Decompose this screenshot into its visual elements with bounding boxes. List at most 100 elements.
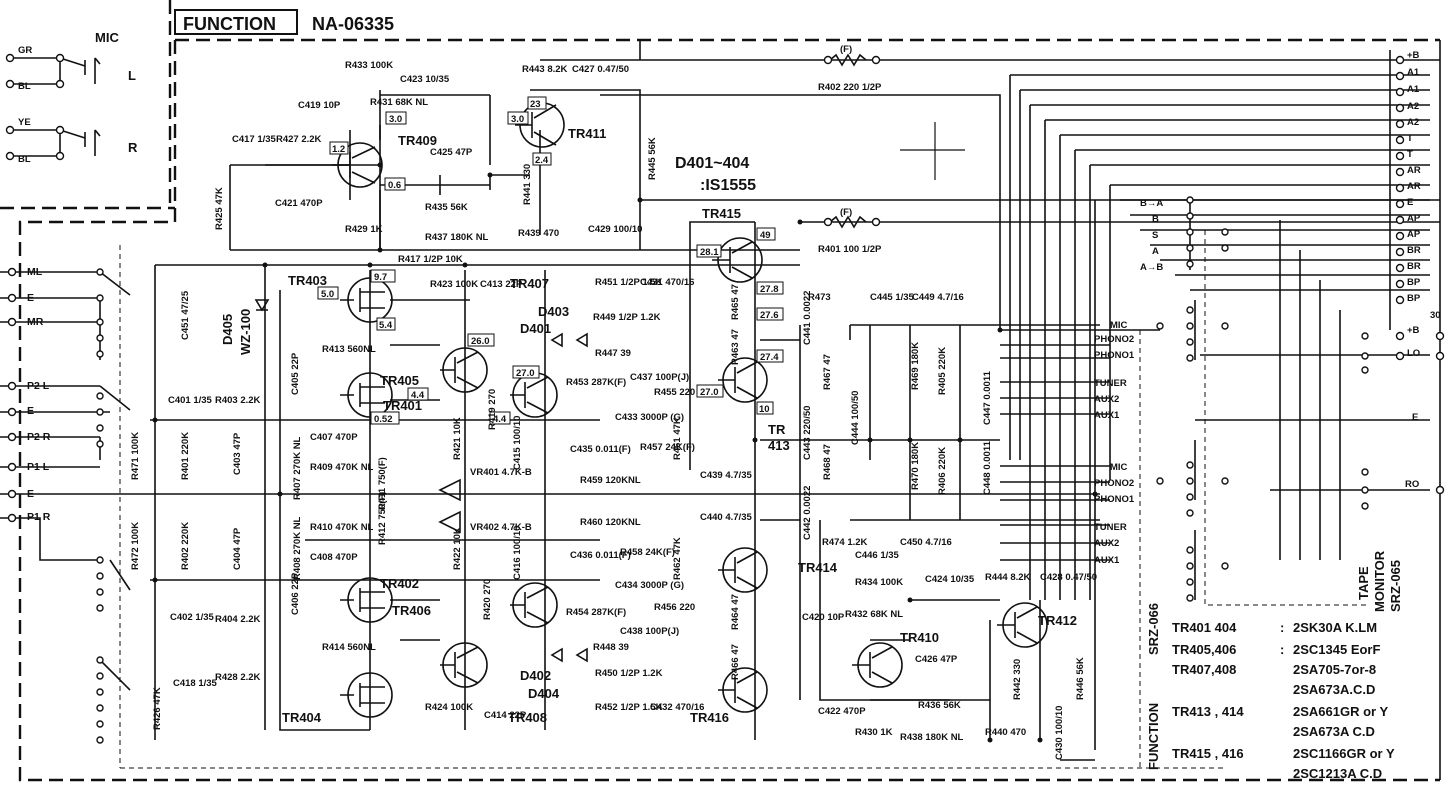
parts-sep-1: : (1280, 642, 1284, 657)
r464: R464 47 (730, 594, 741, 630)
svg-text:A→B: A→B (1140, 262, 1163, 273)
r427: R427 2.2K (276, 134, 322, 145)
r446: R446 56K (1075, 657, 1086, 700)
svg-text:AUX1: AUX1 (1094, 555, 1120, 566)
r454: R454 287K(F) (566, 607, 626, 618)
svg-text:A1: A1 (1407, 67, 1420, 78)
svg-text:TUNER: TUNER (1094, 522, 1127, 533)
svg-text:AR: AR (1407, 165, 1421, 176)
r430: R430 1K (855, 727, 893, 738)
r410: R410 470K NL (310, 522, 374, 533)
r425: R425 47K (214, 187, 225, 230)
r445: R445 56K (647, 137, 658, 180)
svg-text:PHONO1: PHONO1 (1094, 494, 1135, 505)
tr413-label-a: TR (768, 422, 786, 437)
fuse-top: (F) (840, 44, 852, 55)
parts-ref-0: TR401 404 (1172, 620, 1237, 635)
c443: C443 220/50 (802, 406, 813, 460)
tr413-label-b: 413 (768, 438, 790, 453)
svg-text:TUNER: TUNER (1094, 378, 1127, 389)
mic-title: MIC (95, 30, 119, 45)
volt-27-0a: 27.0 (516, 368, 535, 379)
tape-monitor-border (1204, 230, 1370, 606)
r402: R402 220K (180, 522, 191, 570)
fuse-bottom: (F) (840, 207, 852, 218)
c418: C418 1/35 (173, 678, 218, 689)
volt-0-52: 0.52 (374, 414, 393, 425)
svg-text:A2: A2 (1407, 117, 1419, 128)
volt-4-4a: 4.4 (411, 390, 425, 401)
r461: R461 47K (672, 417, 683, 460)
r470: R470 180K (910, 442, 921, 490)
d403-label: D403 (538, 304, 569, 319)
tr405-label: TR405 (380, 373, 419, 388)
r421: R421 10K (452, 417, 463, 460)
c442: C442 0.0022 (802, 486, 813, 540)
c435: C435 0.011(F) (570, 444, 631, 455)
parts-part-0: 2SK30A K.LM (1293, 620, 1377, 635)
tr404-label: TR404 (282, 710, 322, 725)
c417: C417 1/35 (232, 134, 277, 145)
r447: R447 39 (595, 348, 631, 359)
c444: C444 100/50 (850, 391, 861, 445)
tr415-label: TR415 (702, 206, 741, 221)
input-labels-top: MIC PHONO2 PHONO1 TUNER AUX2 AUX1 (1094, 320, 1135, 421)
function-box (174, 9, 298, 35)
r428: R428 2.2K (215, 672, 261, 683)
r426: R426 47K (152, 687, 163, 730)
c446: C446 1/35 (855, 550, 900, 561)
r456: R456 220 (654, 602, 695, 613)
input-labels-bottom: MIC PHONO2 PHONO1 TUNER AUX2 AUX1 (1094, 462, 1135, 566)
volt-0-6: 0.6 (388, 180, 401, 191)
r444: R444 8.2K (985, 572, 1031, 583)
model-number: NA-06335 (312, 14, 394, 34)
c428: C428 0.47/50 (1040, 572, 1097, 583)
parts-ref-1: TR405,406 (1172, 642, 1236, 657)
svg-text:T: T (1407, 133, 1413, 144)
tr401-label: TR401 (383, 398, 422, 413)
c445: C445 1/35 (870, 292, 915, 303)
r467: R467 47 (822, 354, 833, 390)
svg-text:A2: A2 (1407, 101, 1419, 112)
volt-4-4b: 4.4 (493, 414, 507, 425)
r440: R440 470 (985, 727, 1026, 738)
svg-text:BR: BR (1407, 261, 1421, 272)
r459: R459 120KNL (580, 475, 641, 486)
r436: R436 56K (918, 700, 961, 711)
term-e2: E (27, 405, 34, 417)
c438: C438 100P(J) (620, 626, 679, 637)
r471: R471 100K (130, 432, 141, 480)
c407: C407 470P (310, 432, 358, 443)
svg-text:BP: BP (1407, 293, 1421, 304)
svg-text:B→A: B→A (1140, 198, 1163, 209)
r441: R441 330 (522, 164, 533, 205)
r435: R435 56K (425, 202, 468, 213)
c440: C440 4.7/35 (700, 512, 752, 523)
monitor-label: MONITOR (1372, 550, 1387, 612)
volt-27-8: 27.8 (760, 284, 779, 295)
volt-5-4: 5.4 (379, 320, 393, 331)
parts-table: TR401 404 : 2SK30A K.LM TR405,406 : 2SC1… (1172, 620, 1395, 781)
term-p1r: P1 R (27, 511, 51, 523)
r432: R432 68K NL (845, 609, 903, 620)
voltage-markers: 9.7 5.0 5.4 0.52 4.4 4.4 26.0 27.0 27.0 … (317, 96, 784, 425)
c425: C425 47P (430, 147, 473, 158)
c423: C423 10/35 (400, 74, 450, 85)
c451: C451 47/25 (180, 290, 191, 340)
svg-text:+B: +B (1407, 50, 1420, 61)
jp30: 30 (1430, 310, 1441, 321)
tape-label: TAPE (1356, 566, 1371, 600)
r468: R468 47 (822, 444, 833, 480)
c432: C432 470/16 (650, 702, 704, 713)
parts-part-7: 2SC1213A C.D (1293, 766, 1382, 781)
r439: R439 470 (518, 228, 559, 239)
mic-wire-bl2: BL (18, 154, 31, 165)
r419: R419 270 (487, 389, 498, 430)
r411: R411 750(F) (377, 457, 388, 510)
tr402-label: TR402 (380, 576, 419, 591)
parts-ref-2: TR407,408 (1172, 662, 1236, 677)
c416: C416 100/10 (512, 526, 523, 580)
r473: R473 (808, 292, 831, 303)
svg-text:B: B (1152, 214, 1159, 225)
vr401: VR401 4.7K-B (470, 467, 532, 478)
